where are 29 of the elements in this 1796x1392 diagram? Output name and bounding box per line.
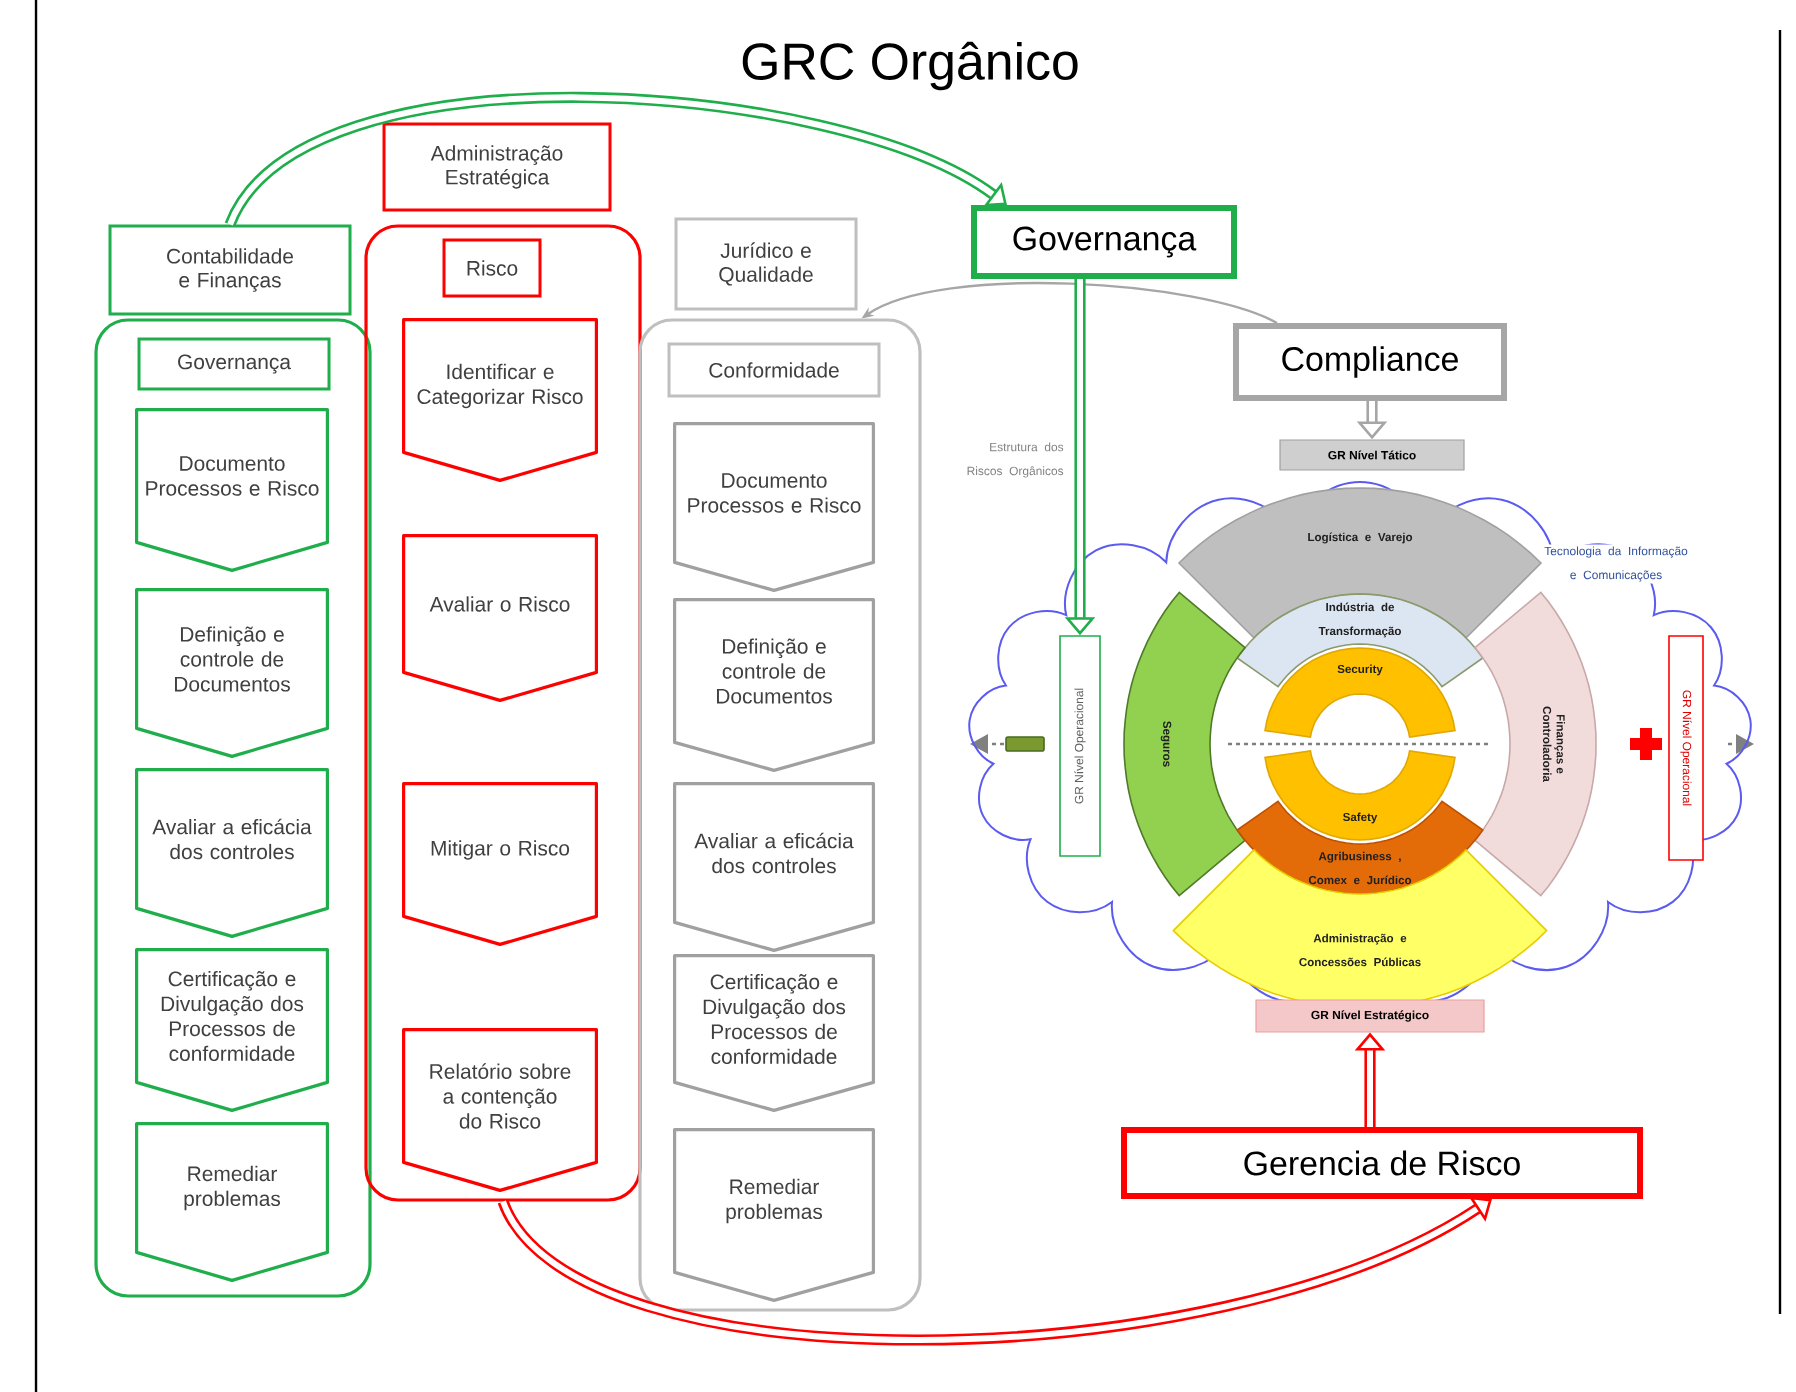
process-step: Remediar problemas [135,1122,329,1282]
process-step: Definição e controle de Documentos [673,598,875,772]
heading-box: Governança [971,205,1237,279]
heading-box: Conformidade [667,342,881,398]
group-container [364,224,642,1202]
heading-box: Risco [442,238,542,298]
category-box: Administração Estratégica [382,122,612,212]
process-step: Mitigar o Risco [402,782,598,946]
process-step: Documento Processos e Risco [673,422,875,592]
heading-box: Gerencia de Risco [1121,1127,1643,1199]
process-step: Documento Processos e Risco [135,408,329,572]
process-step: Certificação e Divulgação dos Processos de conformidade [673,954,875,1112]
title: GRC Orgânico [742,41,1078,91]
heading-box: Governança [137,337,331,391]
process-step: Relatório sobre a contenção do Risco [402,1028,598,1192]
arrow [498,1196,1492,1346]
process-step: Avaliar o Risco [402,534,598,702]
group-container [638,318,922,1312]
process-step: Remediar problemas [673,1128,875,1302]
category-box: Contabilidade e Finanças [108,224,352,316]
category-box: Jurídico e Qualidade [674,217,858,311]
arrow [225,91,1007,228]
group-container [94,318,372,1298]
heading-box: Compliance [1233,323,1507,401]
process-step: Definição e controle de Documentos [135,588,329,758]
process-step: Certificação e Divulgação dos Processos de conformidade [135,948,329,1112]
process-step: Identificar e Categorizar Risco [402,318,598,482]
process-step: Avaliar a eficácia dos controles [135,768,329,938]
process-step: Avaliar a eficácia dos controles [673,782,875,952]
